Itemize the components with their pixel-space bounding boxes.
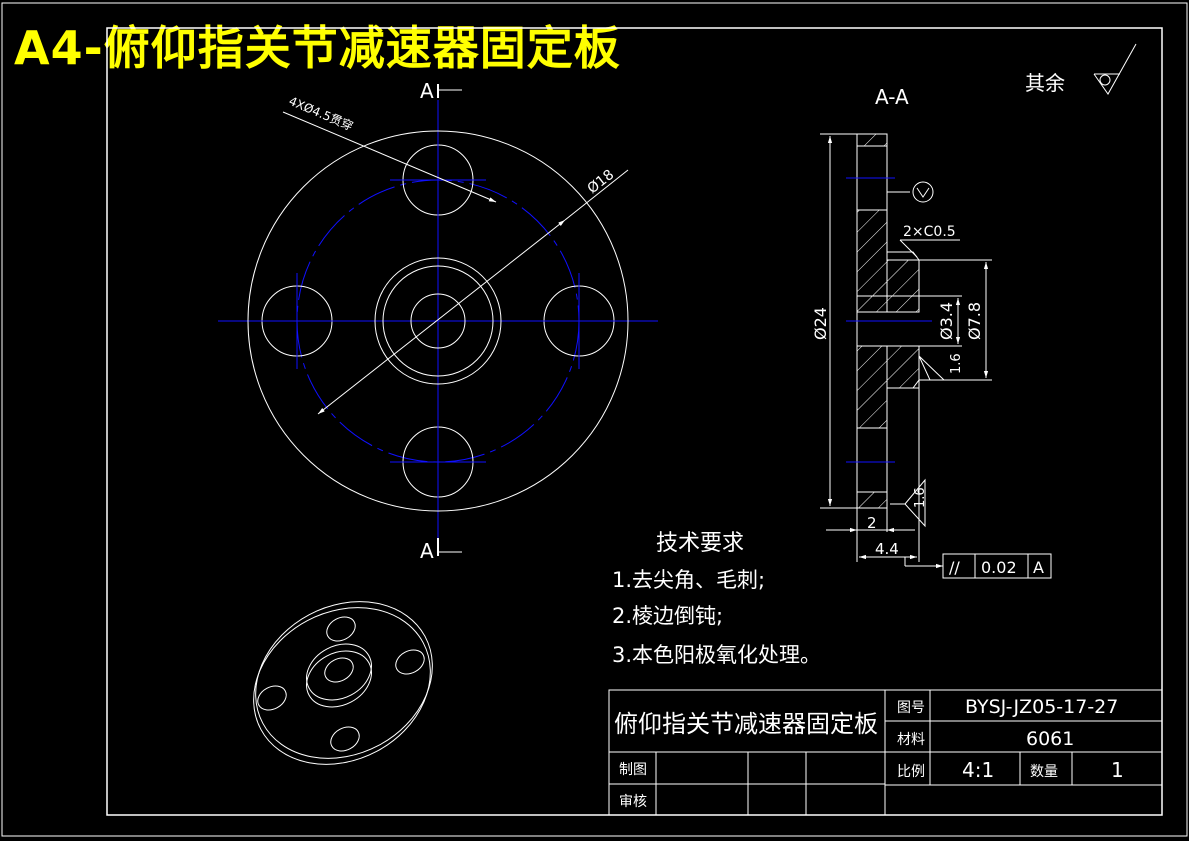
boss-dimension: Ø7.8 — [965, 302, 984, 340]
pcd-dimension-line — [317, 219, 566, 415]
drawn-label: 制图 — [619, 762, 647, 778]
scale-label: 比例 — [897, 764, 925, 780]
tolerance-frame — [942, 553, 1052, 579]
title-block — [608, 689, 1163, 816]
tolerance-symbol: // — [949, 558, 960, 577]
material-label: 材料 — [897, 732, 925, 748]
tech-requirements-title: 技术要求 — [656, 531, 744, 556]
qty-label: 数量 — [1030, 764, 1058, 780]
sheet-title: A4-俯仰指关节减速器固定板 — [14, 21, 621, 75]
qty-value: 1 — [1111, 758, 1124, 782]
holes-note: 4XØ4.5贯穿 — [287, 93, 356, 134]
roughness-symbol — [1093, 43, 1137, 95]
flange-thickness: 2 — [867, 514, 877, 532]
od-dimension: Ø24 — [811, 307, 830, 340]
material: 6061 — [1026, 728, 1074, 750]
checked-label: 审核 — [619, 794, 647, 810]
front-view — [218, 100, 658, 540]
tech-requirement-2: 2.棱边倒钝; — [612, 604, 723, 628]
roughness-face: 1.6 — [913, 487, 928, 508]
tech-requirement-1: 1.去尖角、毛刺; — [612, 568, 765, 592]
pcd-dimension-text: Ø18 — [585, 167, 618, 197]
outer-circle — [247, 130, 629, 512]
chamfer-dimension: 2×C0.5 — [903, 224, 956, 240]
tolerance-value: 0.02 — [981, 558, 1017, 577]
section-label: A-A — [875, 85, 909, 109]
isometric-view — [253, 601, 433, 765]
drawing-no: BYSJ-JZ05-17-27 — [965, 696, 1118, 718]
section-cut-bottom — [437, 538, 462, 556]
tech-requirement-3: 3.本色阳极氧化处理。 — [612, 643, 821, 667]
roughness-boss: 1.6 — [949, 353, 964, 374]
tolerance-datum: A — [1033, 558, 1044, 577]
roughness-note: 其余 — [1025, 71, 1065, 95]
title-block-part-name: 俯仰指关节减速器固定板 — [614, 710, 878, 738]
section-view — [820, 133, 992, 569]
section-cut-label-top: A — [420, 79, 434, 103]
holes-leader — [282, 111, 497, 203]
section-cut-label-bottom: A — [420, 539, 434, 563]
section-cut-top — [437, 84, 462, 98]
bore-dimension: Ø3.4 — [937, 302, 956, 340]
total-thickness: 4.4 — [875, 540, 899, 558]
drawing-no-label: 图号 — [897, 700, 925, 716]
scale-value: 4:1 — [962, 758, 994, 782]
